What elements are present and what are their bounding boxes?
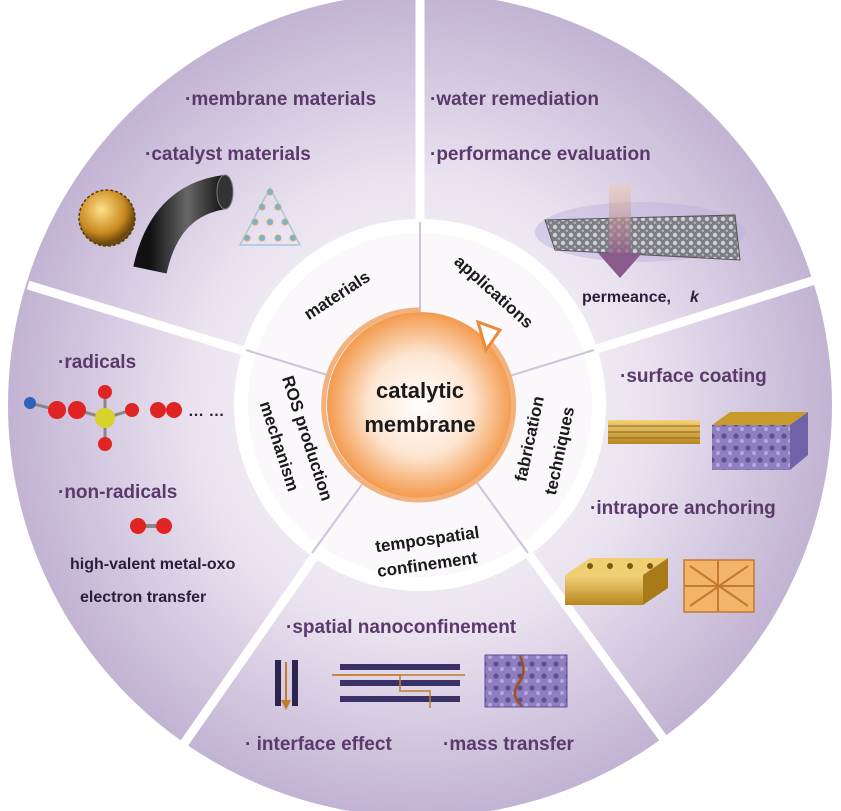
center-circle <box>327 312 513 498</box>
confinement-item-spatial: ·spatial nanoconfinement <box>286 617 517 638</box>
applications-caption-var: k <box>690 289 700 306</box>
ros-ellipsis: … … <box>188 403 224 420</box>
ros-item-non-radicals: ·non-radicals <box>58 482 177 503</box>
cycle-arrow-head <box>475 319 503 354</box>
center-title-line2: membrane <box>364 412 475 437</box>
confinement-item-interface: · interface effect <box>245 734 392 755</box>
fabrication-item-coating: ·surface coating <box>620 366 767 387</box>
sector-dividers <box>26 0 817 748</box>
radical-molecule-icon <box>24 385 182 451</box>
lattice-triangle-icon <box>238 186 302 246</box>
nanosphere-icon <box>78 189 136 247</box>
ros-item-metal-oxo: high-valent metal-oxo <box>70 556 236 573</box>
porous-transfer-icon <box>484 654 568 708</box>
applications-item-water: ·water remediation <box>430 89 599 110</box>
ros-item-electron-transfer: electron transfer <box>80 589 206 606</box>
fabrication-item-anchoring: ·intrapore anchoring <box>590 498 776 519</box>
ring-dividers <box>245 222 595 554</box>
layered-channels-icon <box>332 664 465 708</box>
materials-item-catalyst: ·catalyst materials <box>145 144 311 165</box>
membrane-fiber-icon <box>535 185 745 278</box>
anchored-gold-block-icon <box>565 558 668 605</box>
center-title-line1: catalytic <box>376 378 464 403</box>
surface-coating-layers-icon <box>608 420 700 444</box>
materials-item-membrane: ·membrane materials <box>185 89 376 110</box>
ros-item-radicals: ·radicals <box>58 352 136 373</box>
channel-confinement-icon <box>275 660 298 710</box>
coated-porous-block-icon <box>712 412 808 470</box>
confinement-item-mass-transfer: ·mass transfer <box>443 734 575 755</box>
applications-item-performance: ·performance evaluation <box>430 144 651 165</box>
applications-caption: permeance, <box>582 289 671 306</box>
nanotube-icon <box>133 174 234 274</box>
cycle-arrow <box>321 307 517 503</box>
oxygen-molecule-icon <box>130 518 172 534</box>
porous-gold-network-icon <box>683 559 755 613</box>
